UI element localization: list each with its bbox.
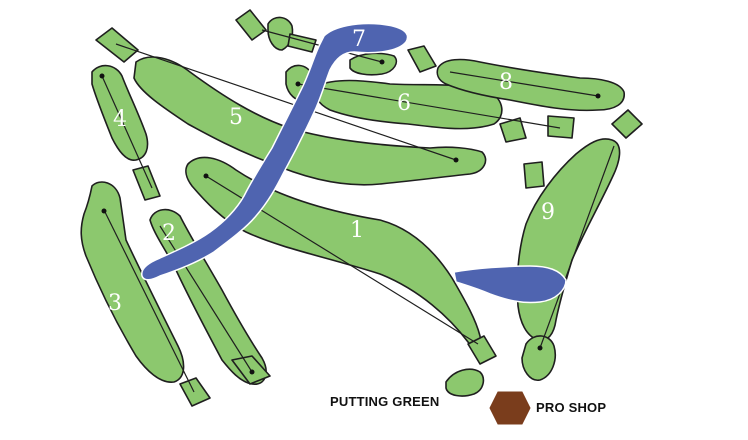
hole-3-line <box>103 209 195 393</box>
hole-4[interactable] <box>91 64 161 201</box>
hole-4-fairway <box>91 64 149 161</box>
hole-9[interactable] <box>516 109 643 381</box>
hole-4-tee <box>132 165 161 201</box>
putting-green-label: PUTTING GREEN <box>330 394 440 409</box>
hole-5-number: 5 <box>229 105 243 130</box>
hole-3[interactable] <box>80 181 211 407</box>
hole-2-cup <box>249 369 255 375</box>
hole-9-tee-top <box>611 109 643 139</box>
hole-4-line <box>101 75 153 189</box>
hole-9-cup <box>537 345 543 351</box>
hole-6-tee-back <box>547 115 575 139</box>
hole-1-tee <box>467 335 497 365</box>
hole-5-fairway <box>133 56 487 186</box>
hole-9-line <box>539 145 615 349</box>
putting-green[interactable] <box>445 368 485 397</box>
hole-3-fairway <box>80 181 185 383</box>
hole-4-cup <box>99 73 105 79</box>
hole-1-cup <box>203 173 209 179</box>
hole-5[interactable] <box>95 27 487 186</box>
hole-8-cup <box>595 93 601 99</box>
hole-1-number: 1 <box>350 218 364 243</box>
hole-5-line <box>115 43 457 161</box>
hole-3-tee <box>179 377 211 407</box>
hole-2-number: 2 <box>162 221 176 246</box>
hole-4-number: 4 <box>113 107 127 132</box>
hole-3-number: 3 <box>108 291 122 316</box>
hole-8-number: 8 <box>499 70 513 95</box>
hole-9-number: 9 <box>541 200 555 225</box>
pro-shop-label: PRO SHOP <box>536 400 606 415</box>
hole-7-cup <box>379 59 385 65</box>
hole-7-green <box>349 52 398 76</box>
hole-7-tee-4 <box>407 45 437 73</box>
water-hazard-pond-7 <box>141 22 409 281</box>
hole-7-tee-1 <box>235 9 267 41</box>
hole-7-number: 7 <box>352 27 366 52</box>
hole-9-green <box>521 335 556 381</box>
hole-3-cup <box>101 208 107 214</box>
hole-6-number: 6 <box>397 91 411 116</box>
hole-5-tee <box>95 27 139 63</box>
hole-6-fairway <box>314 79 503 130</box>
hole-7[interactable] <box>235 9 437 76</box>
hole-6[interactable] <box>285 64 575 143</box>
hole-9-tee-side <box>523 161 545 189</box>
hole-5-cup <box>453 157 459 163</box>
hole-8[interactable] <box>436 58 625 112</box>
hole-8-line <box>449 71 599 97</box>
pro-shop-icon[interactable] <box>489 391 531 425</box>
water-hazard-hole-9 <box>453 265 567 304</box>
hole-6-line <box>297 83 561 129</box>
hole-6-cup <box>295 81 301 87</box>
